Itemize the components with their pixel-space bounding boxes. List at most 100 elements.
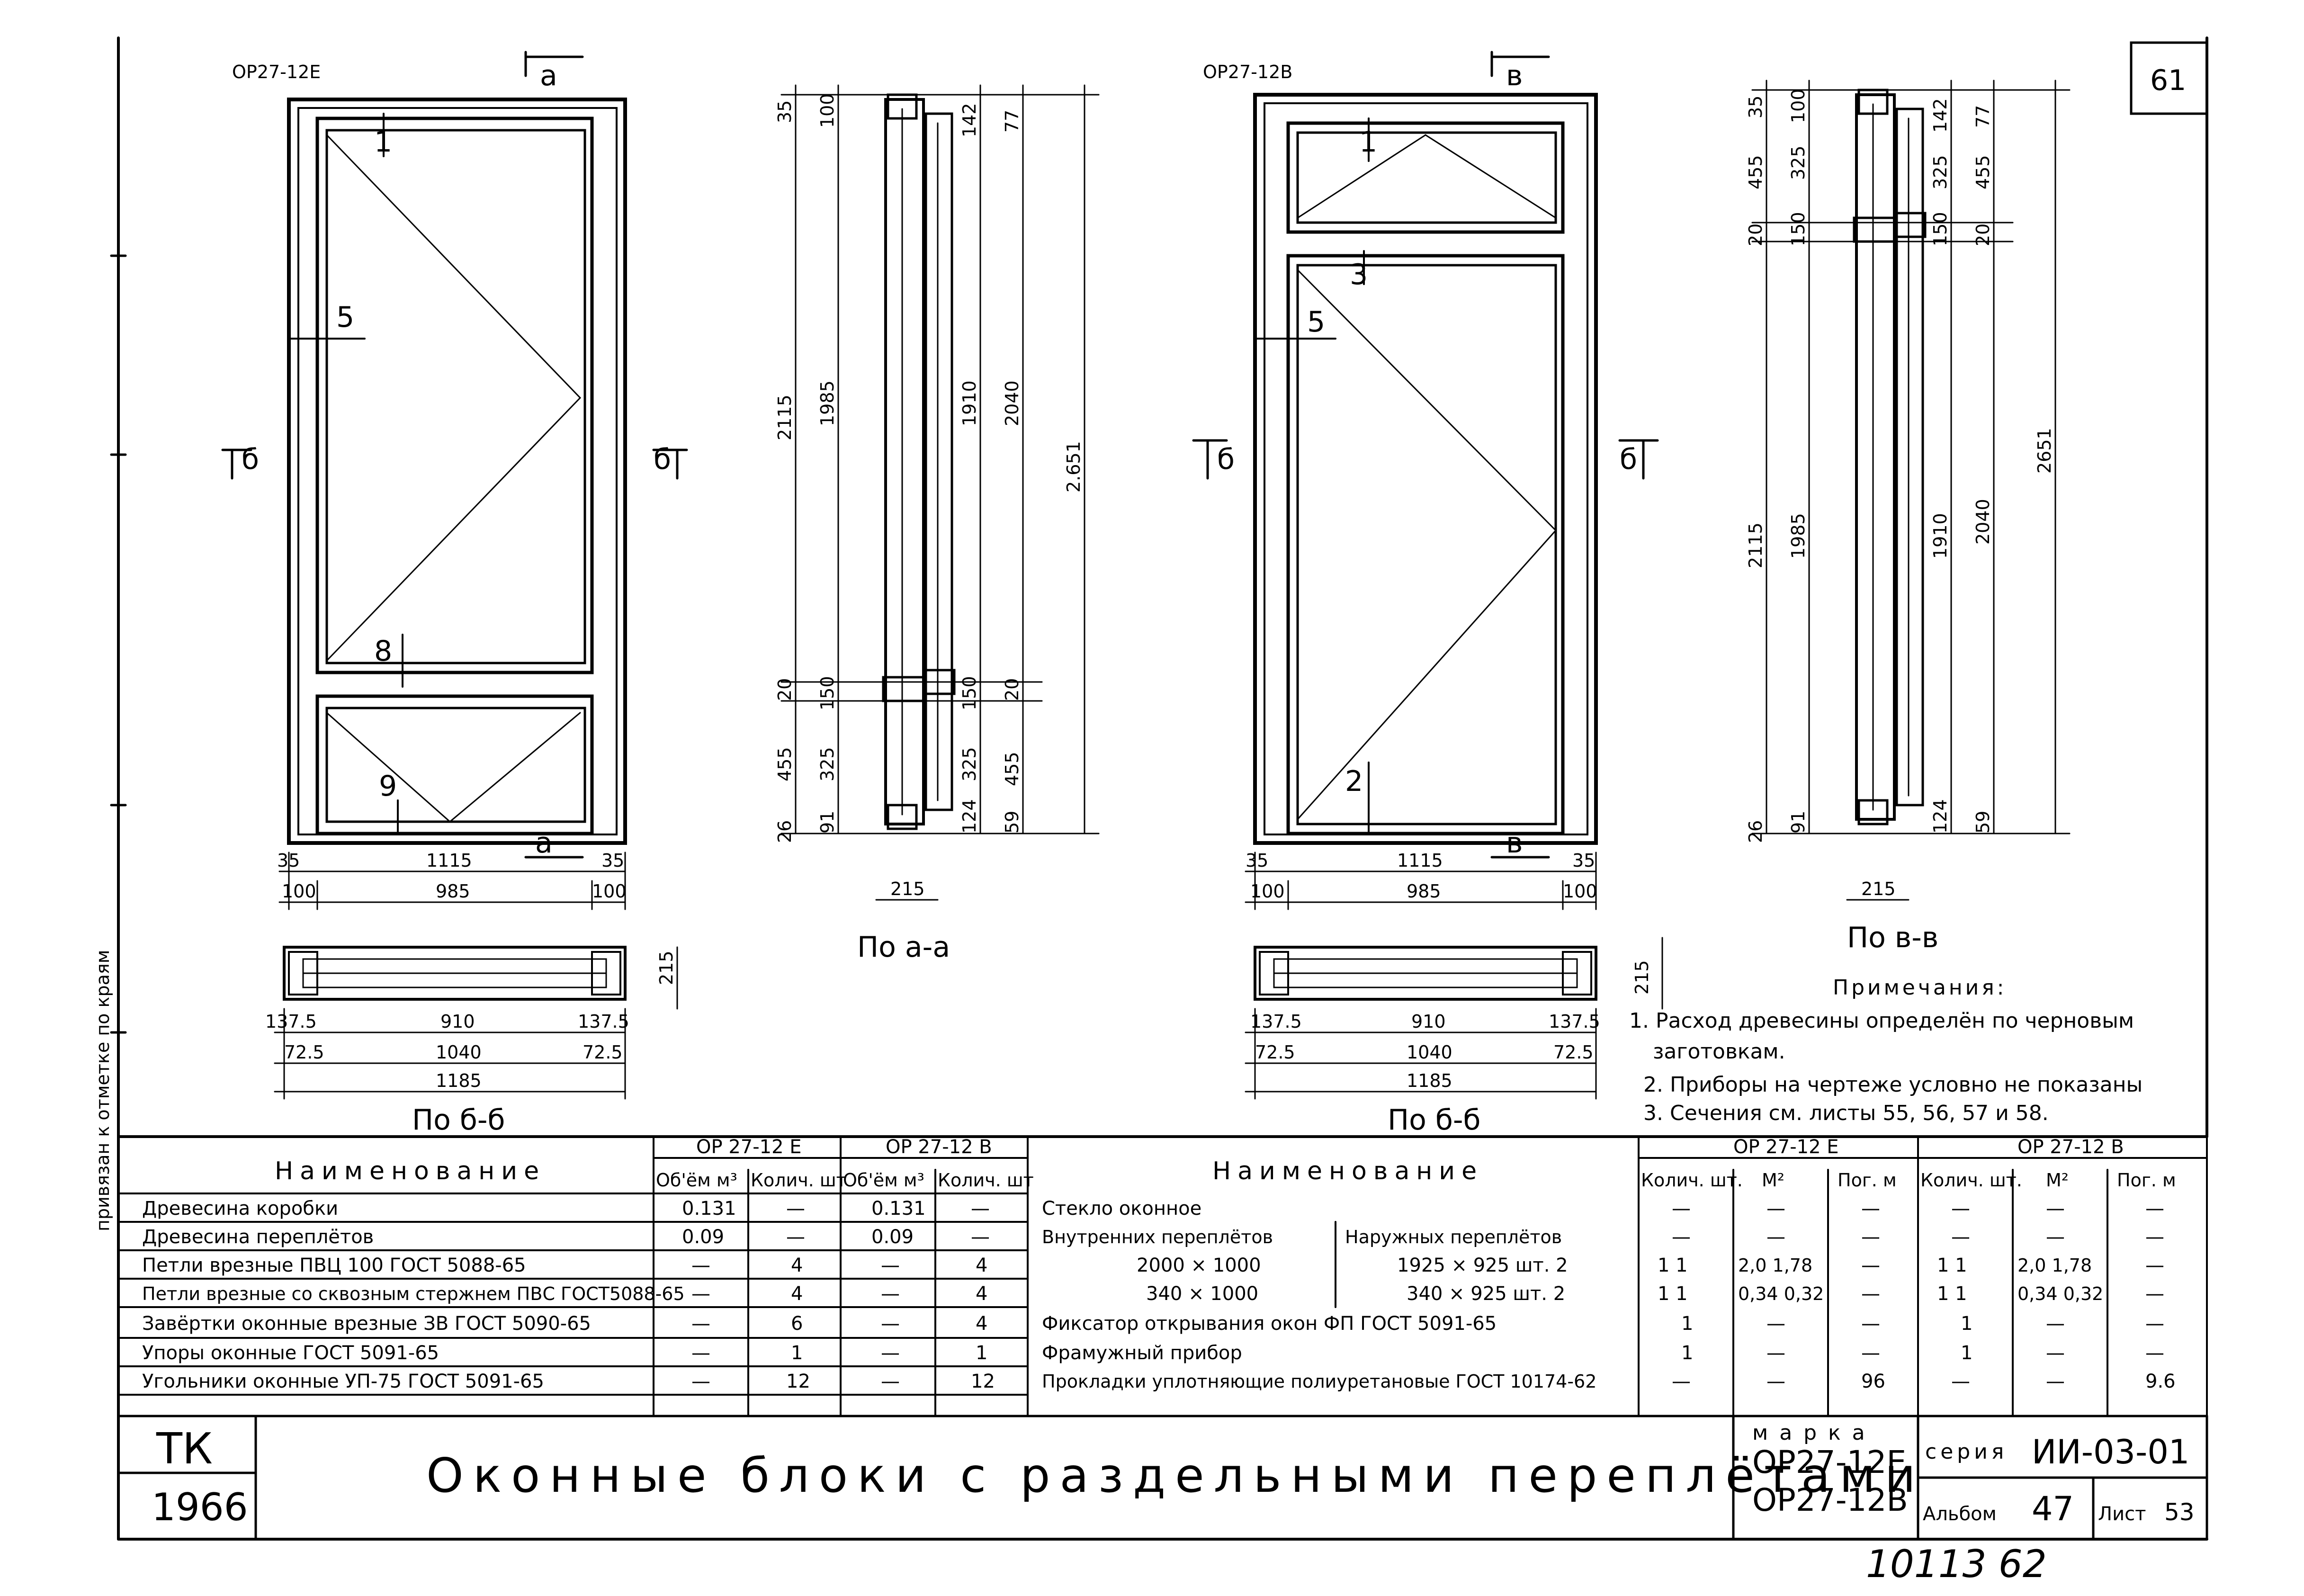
tl-cell: — — [691, 1313, 710, 1335]
tl-cell: — — [881, 1342, 900, 1364]
tb-series: ИИ-03-01 — [2032, 1433, 2189, 1471]
left-v-total: 2.651 — [1063, 441, 1084, 493]
tb-sheet: 53 — [2164, 1498, 2195, 1526]
tl-sub-2: Об'ём м³ — [843, 1170, 924, 1191]
tl-cell: — — [691, 1283, 710, 1305]
tr-cell: — — [1861, 1255, 1880, 1276]
left-dim-100b: 100 — [592, 881, 627, 902]
left-v-77: 77 — [1002, 110, 1022, 133]
left-v-59: 59 — [1002, 811, 1022, 834]
right-v-455b: 455 — [1972, 155, 1993, 189]
right-plan-depth: 215 — [1632, 960, 1652, 995]
tr-cell: — — [1672, 1198, 1691, 1219]
right-plan-section: 215 137.5 910 137.5 72.5 1040 72.5 1185 … — [1245, 937, 1663, 1137]
tr-row-name2: 340 × 925 шт. 2 — [1407, 1283, 1565, 1305]
left-plan-72b: 72.5 — [583, 1042, 623, 1063]
tl-group2: ОР 27-12 В — [886, 1136, 992, 1158]
left-v-2040: 2040 — [1002, 380, 1022, 426]
left-mark: ОР27-12Е — [232, 62, 321, 82]
tl-row-name: Угольники оконные УП-75 ГОСТ 5091-65 — [142, 1371, 544, 1392]
right-v-26: 26 — [1745, 820, 1766, 843]
tb-series-label: серия — [1925, 1440, 2008, 1464]
tr-cell: — — [1861, 1283, 1880, 1305]
tl-cell: 0.09 — [871, 1226, 914, 1248]
tl-row-3: Петли врезные со сквозным стержнем ПВС Г… — [142, 1283, 987, 1305]
tr-sub-4: М² — [2046, 1170, 2069, 1191]
right-caption-plan: По б-б — [1388, 1103, 1481, 1137]
tr-cell: 1 1 — [1658, 1283, 1688, 1305]
right-v-124: 124 — [1930, 799, 1951, 834]
left-v-325: 325 — [817, 747, 838, 781]
right-v-35: 35 — [1745, 96, 1766, 118]
right-v-2115: 2115 — [1745, 522, 1766, 568]
right-dim-985: 985 — [1407, 881, 1441, 902]
tr-row-5: Фрамужный прибор 1 — — 1 — — — [1042, 1342, 2164, 1364]
margin-ticks — [110, 254, 127, 1034]
tr-sub-0: Колич. шт. — [1641, 1170, 1743, 1191]
right-callout-5: 5 — [1307, 305, 1325, 339]
tr-row-name2: 1925 × 925 шт. 2 — [1397, 1255, 1568, 1276]
left-v-1910: 1910 — [959, 380, 980, 426]
left-plan-section: 215 137.5 910 137.5 72.5 1040 72.5 1185 … — [265, 946, 678, 1137]
tl-cell: — — [786, 1226, 805, 1248]
materials-table-right — [1335, 1136, 2208, 1417]
tb-mark-label: марка — [1752, 1421, 1876, 1445]
sheet-number: 61 — [2150, 64, 2186, 97]
right-v-142: 142 — [1930, 98, 1951, 133]
tr-row-name2: Наружных переплётов — [1345, 1227, 1562, 1247]
table-right-text: Наименование ОР 27-12 Е ОР 27-12 В Колич… — [1042, 1136, 2176, 1392]
tr-cell: — — [1766, 1342, 1785, 1364]
title-block — [117, 1415, 2208, 1541]
left-plan-72a: 72.5 — [284, 1042, 324, 1063]
left-cut-b-left: б — [242, 443, 259, 476]
tr-cell: 1 — [1961, 1313, 1972, 1335]
right-v-455: 455 — [1745, 155, 1766, 189]
right-plan-137a: 137.5 — [1250, 1011, 1302, 1032]
left-v-91: 91 — [817, 811, 838, 834]
right-v-59: 59 — [1972, 811, 1993, 834]
tl-row-0: Древесина коробки 0.131 — 0.131 — — [142, 1198, 990, 1219]
tl-cell: 4 — [976, 1283, 987, 1305]
right-cut-v-bottom: в — [1506, 826, 1523, 860]
tl-cell: 0.131 — [682, 1198, 736, 1219]
left-v-325b: 325 — [959, 747, 980, 781]
left-plan-137a: 137.5 — [265, 1011, 317, 1032]
tr-cell: 1 1 — [1937, 1283, 1967, 1305]
notes: Примечания: 1. Расход древесины определё… — [1629, 976, 2143, 1125]
tr-cell: 96 — [1861, 1371, 1885, 1392]
tr-cell: — — [1766, 1313, 1785, 1335]
tr-row-2: 2000 × 1000 1925 × 925 шт. 2 1 1 2,0 1,7… — [1137, 1255, 2164, 1276]
tr-sub-2: Пог. м — [1838, 1170, 1897, 1191]
tr-row-name: Фиксатор открывания окон ФП ГОСТ 5091-65 — [1042, 1313, 1497, 1335]
left-v-455: 455 — [774, 747, 795, 781]
tr-cell: — — [1861, 1198, 1880, 1219]
right-v-1985: 1985 — [1788, 513, 1809, 559]
tb-mark-2: ОР27-12В — [1752, 1482, 1908, 1518]
materials-table-left — [117, 1136, 1029, 1417]
left-v-100: 100 — [817, 93, 838, 128]
tr-group1: ОР 27-12 Е — [1733, 1136, 1839, 1158]
tr-cell: — — [2145, 1198, 2164, 1219]
sheet-number-box — [2130, 41, 2208, 115]
left-width-dims: 35 1115 35 100 985 100 — [277, 850, 627, 910]
tl-row-name: Петли врезные со сквозным стержнем ПВС Г… — [142, 1283, 685, 1304]
left-callout-5: 5 — [336, 301, 354, 334]
right-caption-section: По в-в — [1847, 921, 1938, 954]
tr-sub-3: Колич. шт. — [1920, 1170, 2022, 1191]
tl-cell: — — [691, 1342, 710, 1364]
left-callout-1: 1 — [374, 126, 392, 159]
tr-row-name: Фрамужный прибор — [1042, 1342, 1242, 1364]
tr-cell: — — [1672, 1226, 1691, 1248]
left-v-150b: 150 — [959, 676, 980, 710]
left-v-26: 26 — [774, 820, 795, 843]
tr-row-name: 2000 × 1000 — [1137, 1255, 1261, 1276]
tr-row-name: Внутренних переплётов — [1042, 1227, 1273, 1247]
tr-row-name: 340 × 1000 — [1146, 1283, 1258, 1305]
left-section-depth: 215 — [890, 879, 925, 899]
right-v-20b: 20 — [1972, 224, 1993, 246]
tl-header: Наименование — [275, 1157, 546, 1185]
tl-cell: 6 — [791, 1313, 803, 1335]
left-plan-depth: 215 — [656, 950, 677, 985]
left-v-20: 20 — [774, 678, 795, 701]
